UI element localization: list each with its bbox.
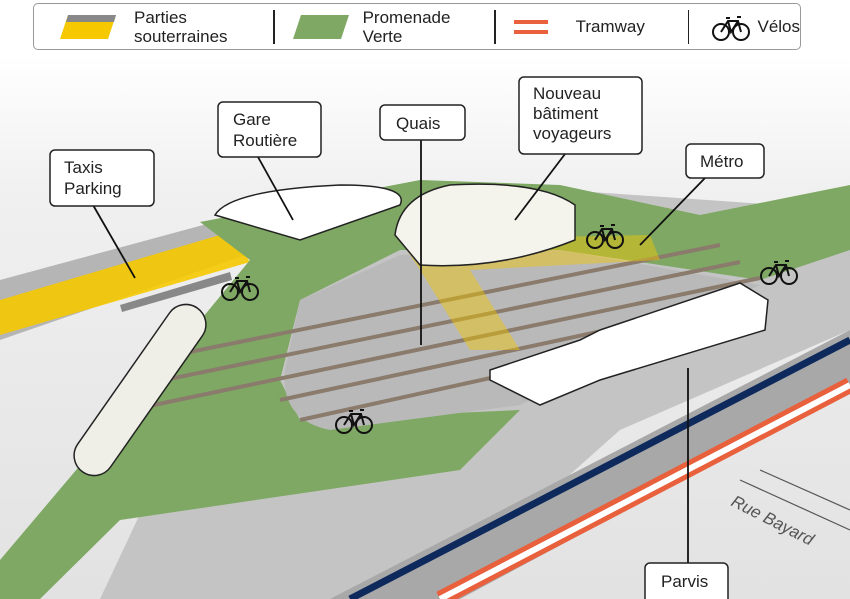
road-marking xyxy=(120,272,232,312)
bicycle-icon xyxy=(712,15,751,41)
svg-text:Parking: Parking xyxy=(64,179,122,198)
label-metro: Métro xyxy=(685,143,765,179)
svg-text:Taxis: Taxis xyxy=(64,158,103,177)
legend-label: souterraines xyxy=(134,26,228,46)
label-quais: Quais xyxy=(379,104,466,141)
promenade-verte xyxy=(0,180,850,599)
label-taxis-parking: Taxis Parking xyxy=(49,149,155,207)
svg-text:Nouveau: Nouveau xyxy=(533,84,601,103)
batiment-connector xyxy=(514,153,566,221)
svg-text:Gare: Gare xyxy=(233,110,271,129)
gare-routiere-building xyxy=(213,184,402,241)
svg-text:Métro: Métro xyxy=(700,152,743,171)
taxi-underground-zone xyxy=(0,232,250,335)
gare-connector xyxy=(257,156,294,221)
legend-divider xyxy=(687,9,690,44)
green-swatch-icon xyxy=(292,14,349,39)
svg-text:Quais: Quais xyxy=(396,114,440,133)
street-edge xyxy=(759,469,850,511)
tramway-line xyxy=(436,377,850,599)
taxis-connector xyxy=(92,204,136,279)
svg-text:Parvis: Parvis xyxy=(661,572,708,591)
bus-shelter xyxy=(73,303,207,477)
legend-divider xyxy=(493,9,496,44)
svg-text:voyageurs: voyageurs xyxy=(533,124,611,143)
legend-label: Vélos xyxy=(757,17,801,36)
label-nouveau-batiment: Nouveau bâtiment voyageurs xyxy=(518,76,643,155)
parvis-building xyxy=(489,282,769,406)
legend-label: Tramway xyxy=(575,17,645,36)
label-parvis: Parvis xyxy=(644,562,729,599)
metro-connector xyxy=(639,177,706,246)
svg-text:bâtiment: bâtiment xyxy=(533,104,598,123)
street-edge xyxy=(739,479,850,531)
legend-label: Verte xyxy=(362,26,403,46)
underground-swatch-icon xyxy=(60,14,116,39)
tramway-stripes-icon xyxy=(513,19,548,34)
legend-label: Promenade xyxy=(362,7,451,27)
label-gare-routiere: Gare Routière xyxy=(217,101,322,158)
lower-road xyxy=(330,330,850,599)
legend-divider xyxy=(272,9,275,44)
legend-label: Parties xyxy=(134,7,187,27)
legend-velos: Vélos xyxy=(689,4,800,49)
svg-text:Routière: Routière xyxy=(233,131,297,150)
legend-tramway: Tramway xyxy=(496,4,688,49)
metro-line xyxy=(348,336,850,599)
tracks-area xyxy=(284,250,760,430)
nouveau-batiment xyxy=(394,183,576,267)
